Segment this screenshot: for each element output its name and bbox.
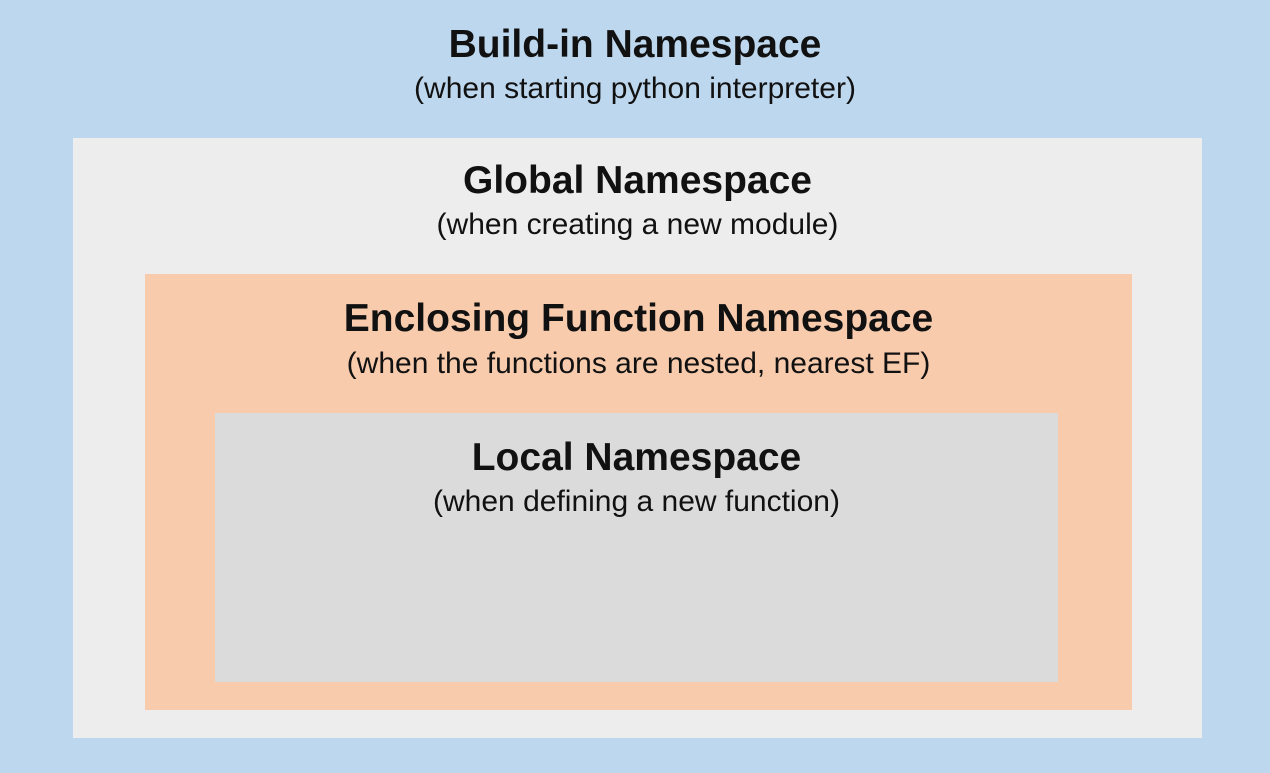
- local-namespace-subtitle: (when defining a new function): [433, 485, 840, 518]
- local-namespace-title: Local Namespace: [471, 436, 802, 479]
- enclosing-namespace-subtitle: (when the functions are nested, nearest …: [346, 347, 931, 380]
- builtin-namespace-title: Build-in Namespace: [448, 23, 822, 66]
- global-namespace-title: Global Namespace: [463, 159, 812, 202]
- enclosing-namespace-title: Enclosing Function Namespace: [343, 297, 934, 340]
- builtin-namespace-subtitle: (when starting python interpreter): [414, 72, 856, 105]
- global-namespace-subtitle: (when creating a new module): [436, 208, 839, 241]
- local-namespace-box: Local Namespace (when defining a new fun…: [215, 413, 1058, 682]
